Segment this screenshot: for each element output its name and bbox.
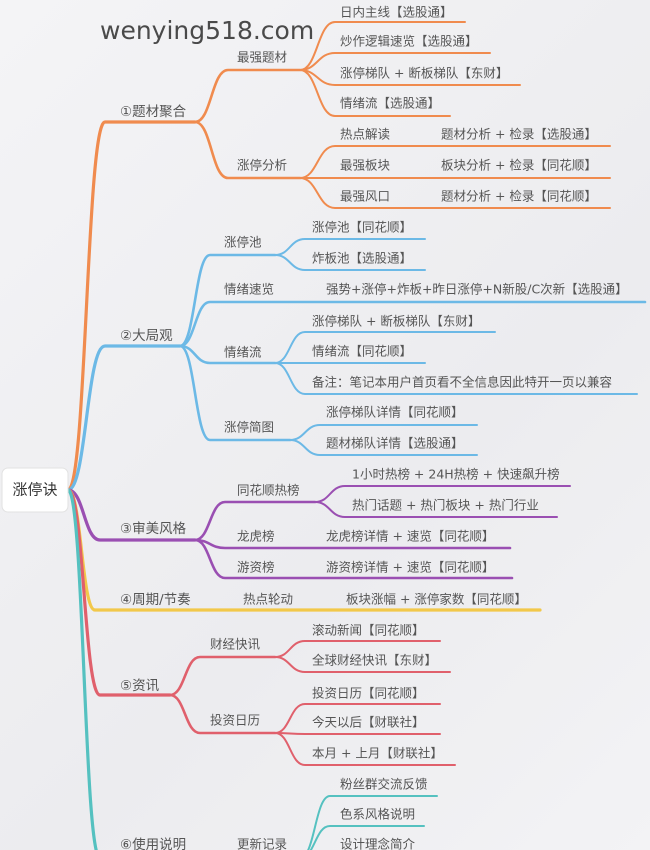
teal-branch-connector xyxy=(309,825,425,850)
leaf[interactable]: 滚动新闻【同花顺】 xyxy=(312,623,425,638)
purple-branch-connector xyxy=(314,501,558,518)
node-finance-flash[interactable]: 财经快讯 xyxy=(210,637,261,652)
orange-branch-connector xyxy=(66,120,197,492)
leaf[interactable]: 热门话题 + 热门板块 + 热门行业 xyxy=(352,498,539,513)
leaf[interactable]: 情绪流【选股通】 xyxy=(340,96,440,111)
red-branch-connector xyxy=(168,655,277,697)
node-hot-rotation[interactable]: 热点轮动 xyxy=(243,592,293,607)
node-dragon-tiger-list[interactable]: 龙虎榜 xyxy=(237,529,275,544)
node-sentiment-flow[interactable]: 情绪流 xyxy=(224,345,262,360)
leaf-detail[interactable]: 题材分析 + 检录【同花顺】 xyxy=(441,189,597,204)
leaf[interactable]: 色系风格说明 xyxy=(340,807,415,822)
leaf-note: 备注：笔记本用户首页看不全信息因此特开一页以兼容 xyxy=(312,375,612,390)
blue-branch-connector xyxy=(274,254,426,271)
teal-branch-connector xyxy=(66,488,98,850)
watermark: wenying518.com xyxy=(100,16,314,45)
node-investment-calendar[interactable]: 投资日历 xyxy=(210,713,260,728)
root-node-box[interactable] xyxy=(1,467,69,513)
leaf[interactable]: 日内主线【选股通】 xyxy=(340,5,453,20)
red-branch-connector xyxy=(274,656,451,673)
orange-branch-connector xyxy=(299,145,611,179)
red-branch-connector xyxy=(168,693,277,735)
leaf[interactable]: 涨停梯队 + 断板梯队【东财】 xyxy=(340,66,508,81)
leaf[interactable]: 炸板池【选股通】 xyxy=(312,251,412,266)
branch-aesthetic-style[interactable]: ③审美风格 xyxy=(120,521,187,537)
orange-branch-connector xyxy=(299,69,451,117)
orange-branch-connector xyxy=(299,21,466,71)
branch-news[interactable]: ⑤资讯 xyxy=(120,678,160,694)
blue-branch-connector xyxy=(289,439,478,456)
blue-branch-connector xyxy=(178,344,292,442)
leaf[interactable]: 涨停梯队详情【同花顺】 xyxy=(326,405,464,420)
leaf-detail[interactable]: 题材分析 + 检录【选股通】 xyxy=(441,127,597,142)
node-strongest-topic[interactable]: 最强题材 xyxy=(237,50,287,65)
node-changelog[interactable]: 更新记录 xyxy=(237,837,287,850)
branch-overview[interactable]: ②大局观 xyxy=(120,328,173,344)
node-sentiment-overview[interactable]: 情绪速览 xyxy=(224,282,274,297)
orange-branch-connector xyxy=(299,177,611,209)
orange-branch-connector xyxy=(299,52,491,71)
leaf[interactable]: 题材梯队详情【选股通】 xyxy=(326,436,464,451)
red-branch-connector xyxy=(274,732,441,735)
leaf-detail[interactable]: 游资榜详情 + 速览【同花顺】 xyxy=(326,560,494,575)
leaf[interactable]: 今天以后【财联社】 xyxy=(312,715,425,730)
leaf[interactable]: 最强风口 xyxy=(340,189,390,204)
branch-instructions[interactable]: ⑥使用说明 xyxy=(120,836,186,850)
mindmap-edges xyxy=(66,21,647,850)
root-node[interactable]: 涨停诀 xyxy=(12,481,57,499)
leaf[interactable]: 投资日历【同花顺】 xyxy=(312,686,425,701)
leaf-detail[interactable]: 板块涨幅 + 涨停家数【同花顺】 xyxy=(346,592,527,607)
blue-branch-connector xyxy=(274,331,496,364)
purple-branch-connector xyxy=(66,488,197,542)
orange-branch-connector xyxy=(193,120,302,180)
node-hot-money-list[interactable]: 游资榜 xyxy=(237,560,275,575)
blue-branch-connector xyxy=(178,253,277,348)
leaf-detail[interactable]: 龙虎榜详情 + 速览【同花顺】 xyxy=(326,529,494,544)
leaf[interactable]: 涨停梯队 + 断板梯队【东财】 xyxy=(312,314,480,329)
orange-branch-connector xyxy=(193,68,302,124)
node-limit-up-chart[interactable]: 涨停简图 xyxy=(224,420,274,435)
purple-branch-connector xyxy=(193,538,514,580)
leaf[interactable]: 最强板块 xyxy=(340,158,391,173)
blue-branch-connector xyxy=(274,362,638,395)
leaf-detail[interactable]: 板块分析 + 检录【同花顺】 xyxy=(441,158,597,173)
leaf[interactable]: 粉丝群交流反馈 xyxy=(340,777,428,792)
leaf[interactable]: 1小时热榜 + 24H热榜 + 快速飙升榜 xyxy=(352,467,560,482)
red-branch-connector xyxy=(274,703,441,734)
leaf[interactable]: 设计理念简介 xyxy=(340,837,416,850)
branch-topic-aggregation[interactable]: ①题材聚合 xyxy=(120,104,187,120)
leaf[interactable]: 本月 + 上月【财联社】 xyxy=(312,746,443,761)
blue-branch-connector xyxy=(66,344,182,492)
blue-branch-connector xyxy=(178,344,277,365)
node-limit-up-pool[interactable]: 涨停池 xyxy=(224,235,262,250)
leaf[interactable]: 炒作逻辑速览【选股通】 xyxy=(340,34,478,49)
teal-branch-connector xyxy=(306,795,438,850)
purple-branch-connector xyxy=(193,500,317,542)
node-ths-hot-list[interactable]: 同花顺热榜 xyxy=(237,483,300,498)
leaf[interactable]: 情绪流【同花顺】 xyxy=(312,344,412,359)
red-branch-connector xyxy=(274,732,456,766)
blue-branch-connector xyxy=(178,300,647,348)
leaf-detail[interactable]: 强势+涨停+炸板+昨日涨停+N新股/C次新【选股通】 xyxy=(326,282,628,297)
leaf[interactable]: 热点解读 xyxy=(340,127,390,142)
leaf[interactable]: 涨停池【同花顺】 xyxy=(312,220,412,235)
leaf[interactable]: 全球财经快讯【东财】 xyxy=(312,653,437,668)
node-limit-up-analysis[interactable]: 涨停分析 xyxy=(237,158,287,173)
branch-cycle-rhythm[interactable]: ④周期/节奏 xyxy=(120,592,191,608)
